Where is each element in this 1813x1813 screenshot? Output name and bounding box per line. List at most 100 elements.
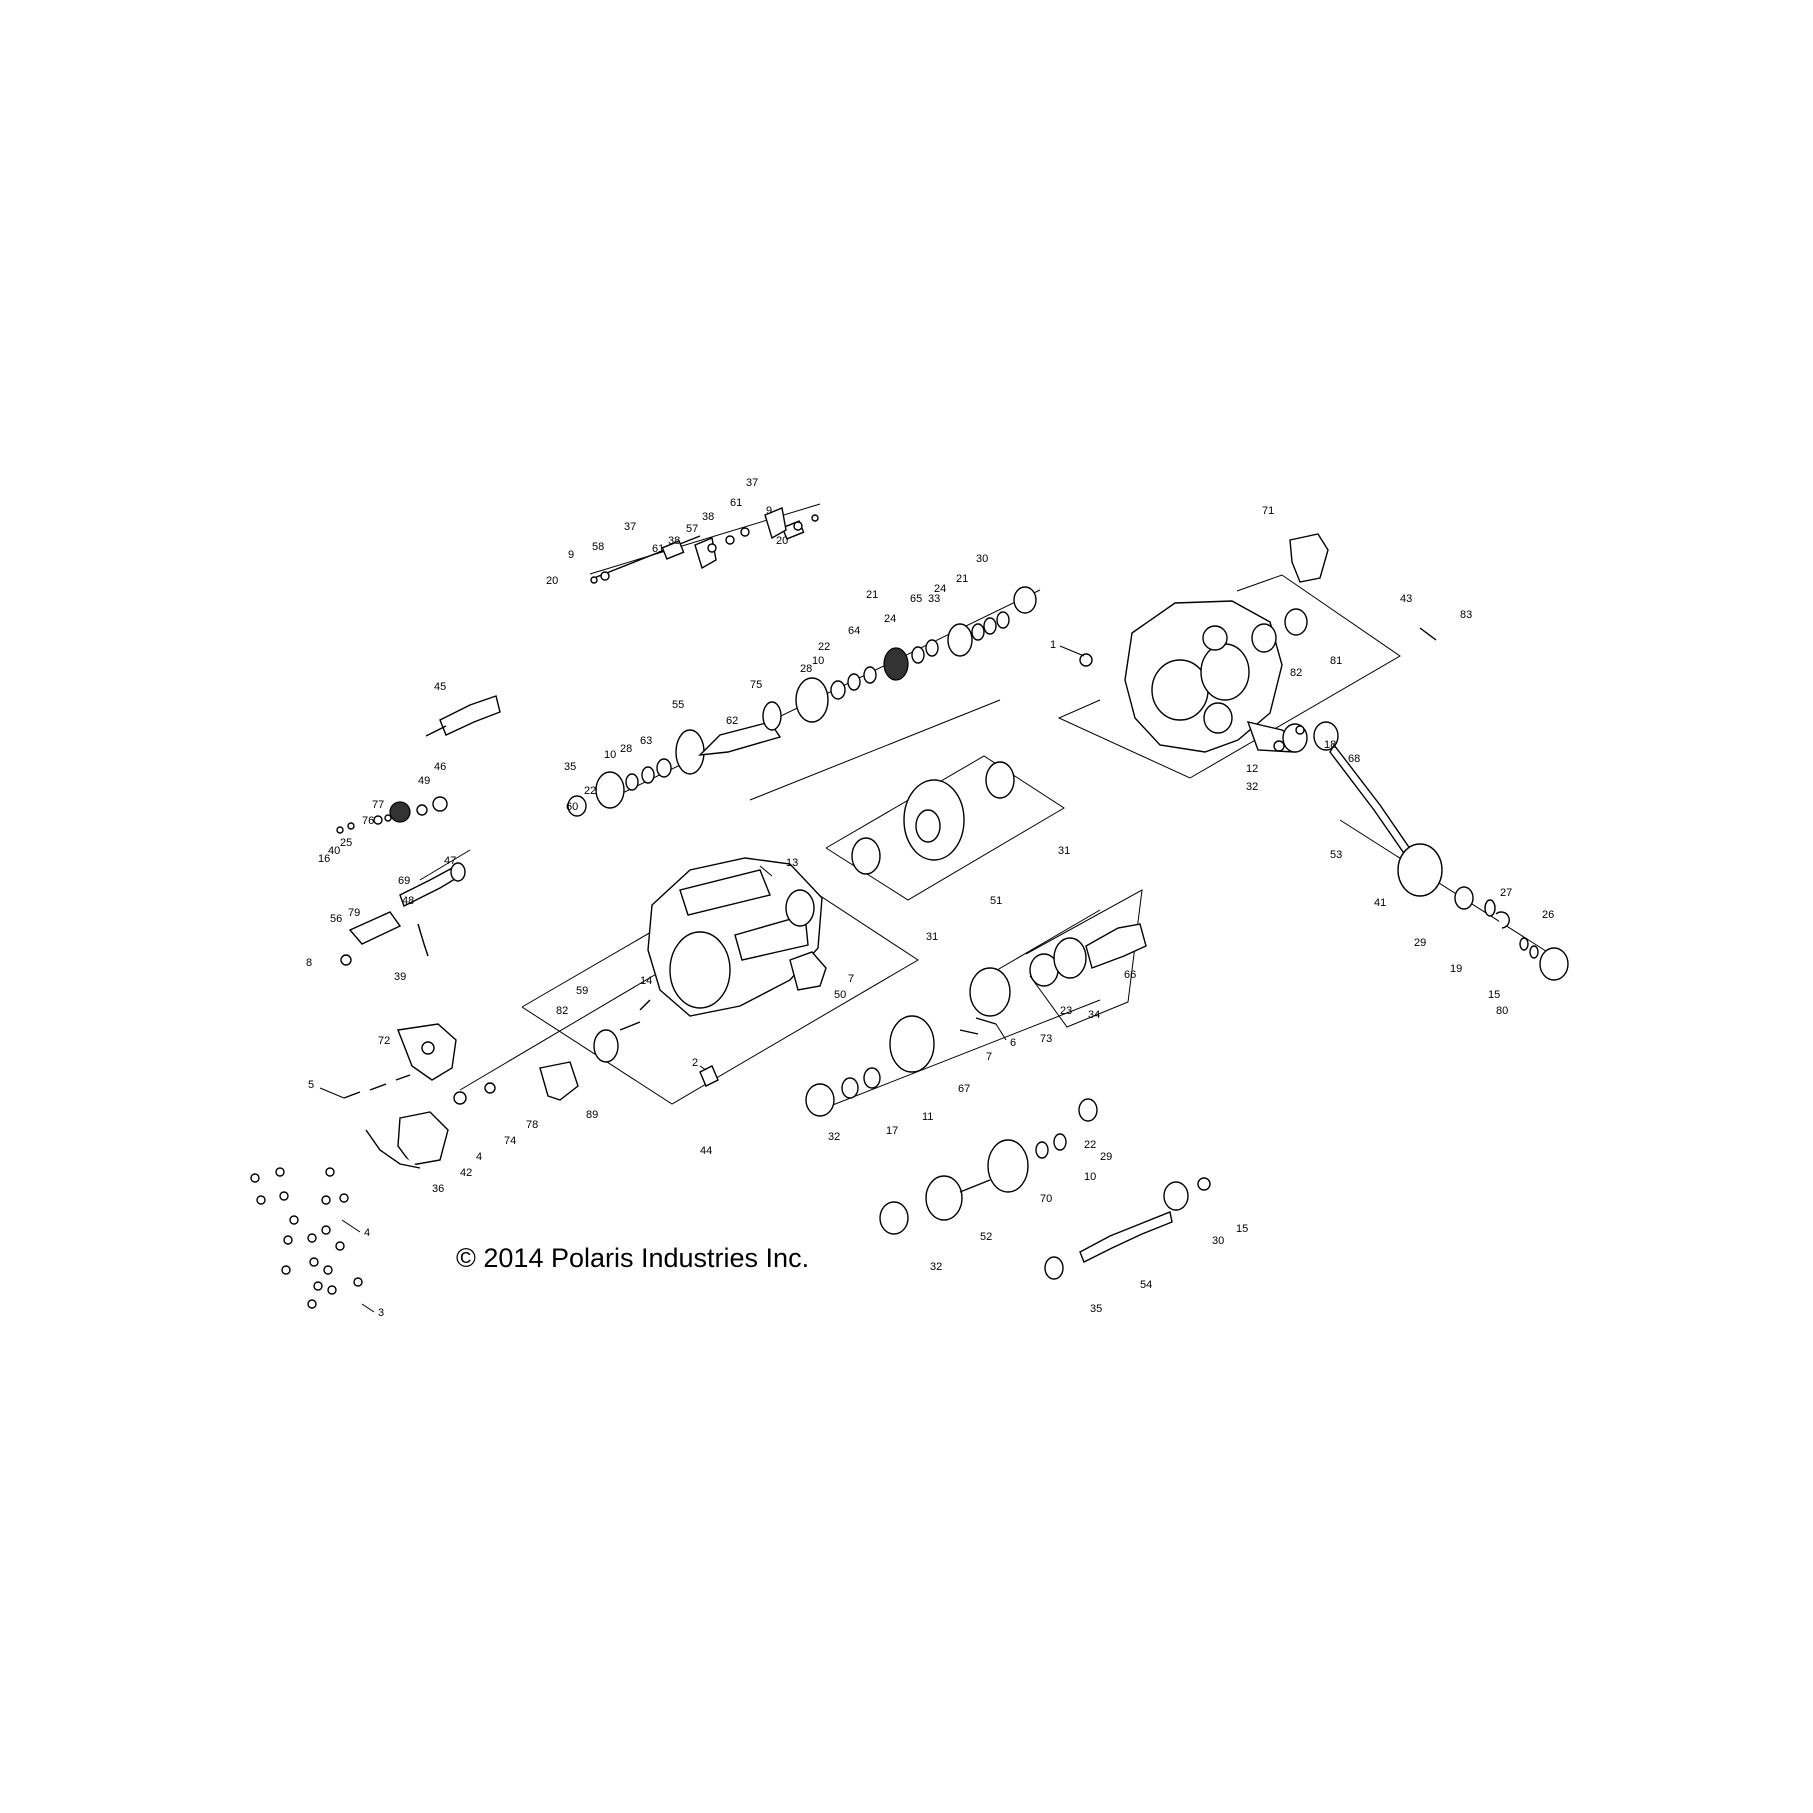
part-20-clip-a bbox=[590, 576, 598, 584]
callout-82a: 82 bbox=[556, 1005, 568, 1017]
callout-35b: 35 bbox=[1090, 1303, 1102, 1315]
callout-19: 19 bbox=[1450, 963, 1462, 975]
callout-58: 58 bbox=[592, 541, 604, 553]
callout-21a: 21 bbox=[866, 589, 878, 601]
callout-73: 73 bbox=[1040, 1033, 1052, 1045]
callout-53: 53 bbox=[1330, 849, 1342, 861]
part-31-bearing-a bbox=[851, 837, 881, 875]
callout-79: 79 bbox=[348, 907, 360, 919]
callout-39: 39 bbox=[394, 971, 406, 983]
callout-63: 63 bbox=[640, 735, 652, 747]
group-outline-43 bbox=[1057, 574, 1401, 779]
callout-18: 18 bbox=[1324, 739, 1336, 751]
part-34-bearing bbox=[1053, 937, 1087, 979]
callout-36: 36 bbox=[432, 1183, 444, 1195]
part-38-detent-a bbox=[707, 543, 717, 553]
part-15-clip-b bbox=[1529, 945, 1539, 959]
part-33-ring bbox=[971, 623, 985, 641]
part-22-washer-b bbox=[863, 666, 877, 684]
callout-21b: 21 bbox=[956, 573, 968, 585]
part-17-washer bbox=[841, 1077, 859, 1099]
part-19-ring bbox=[1495, 911, 1510, 929]
callout-4a: 4 bbox=[364, 1227, 370, 1239]
bolt-field bbox=[250, 1167, 363, 1309]
housing-left bbox=[647, 857, 823, 1017]
part-50-cover bbox=[789, 951, 827, 991]
housing-left-rib-a bbox=[679, 869, 771, 916]
part-37-fork bbox=[661, 540, 685, 560]
part-20-clip-b bbox=[811, 514, 819, 522]
callout-7b: 7 bbox=[848, 973, 854, 985]
part-10-ring-b bbox=[847, 673, 861, 691]
callout-62: 62 bbox=[726, 715, 738, 727]
callout-12: 12 bbox=[1246, 763, 1258, 775]
part-83-pin bbox=[1419, 627, 1437, 641]
callout-10b: 10 bbox=[812, 655, 824, 667]
housing-left-bore bbox=[669, 931, 731, 1009]
bolt bbox=[335, 1241, 345, 1251]
parts bbox=[250, 507, 1569, 1309]
callout-78: 78 bbox=[526, 1119, 538, 1131]
part-35-bearing bbox=[567, 795, 587, 817]
bolt bbox=[323, 1265, 333, 1275]
part-32-bearing-a bbox=[805, 1083, 835, 1117]
housing-right bbox=[1124, 600, 1299, 753]
bolt bbox=[256, 1195, 266, 1205]
part-45-shaft bbox=[425, 725, 447, 737]
callout-32a: 32 bbox=[828, 1131, 840, 1143]
callout-65: 65 bbox=[910, 593, 922, 605]
part-41-coupler bbox=[1397, 843, 1443, 897]
callout-57: 57 bbox=[686, 523, 698, 535]
part-78-seal bbox=[484, 1082, 496, 1094]
housing-bore-right bbox=[1200, 643, 1250, 701]
bolt bbox=[353, 1277, 363, 1287]
callout-52: 52 bbox=[980, 1231, 992, 1243]
part-28-ring-b bbox=[830, 680, 846, 700]
part-66-pinion bbox=[1085, 923, 1147, 969]
callout-71: 71 bbox=[1262, 505, 1274, 517]
part-65-gear bbox=[947, 623, 973, 657]
callout-75: 75 bbox=[750, 679, 762, 691]
callout-22a: 22 bbox=[584, 785, 596, 797]
part-53-axle bbox=[1329, 743, 1416, 864]
callout-28b: 28 bbox=[800, 663, 812, 675]
part-18-ring bbox=[1295, 725, 1305, 735]
part-26-ring bbox=[1519, 937, 1529, 951]
bolt bbox=[313, 1281, 323, 1291]
part-62-thrust-washer bbox=[762, 701, 782, 731]
callout-80: 80 bbox=[1496, 1005, 1508, 1017]
part-35-bearing-b bbox=[1044, 1256, 1064, 1280]
part-74-ring bbox=[453, 1091, 467, 1105]
callout-61b: 61 bbox=[730, 497, 742, 509]
callout-45: 45 bbox=[434, 681, 446, 693]
bolt bbox=[279, 1191, 289, 1201]
part-46-gear bbox=[432, 796, 448, 812]
group-outline-66 bbox=[1025, 889, 1143, 1028]
callout-37a: 37 bbox=[624, 521, 636, 533]
part-76-washer bbox=[384, 814, 392, 822]
callout-25: 25 bbox=[340, 837, 352, 849]
part-80-seal bbox=[1539, 947, 1569, 981]
part-64-sprocket bbox=[883, 647, 909, 681]
part-81-bearing bbox=[1284, 608, 1308, 636]
bolt bbox=[307, 1233, 317, 1243]
part-21-ring-b bbox=[996, 611, 1010, 629]
callout-55: 55 bbox=[672, 699, 684, 711]
callout-30b: 30 bbox=[1212, 1235, 1224, 1247]
part-12-clip bbox=[1273, 740, 1285, 752]
part-61-shift-fork-a bbox=[694, 537, 717, 570]
callout-27: 27 bbox=[1500, 887, 1512, 899]
callout-13: 13 bbox=[786, 857, 798, 869]
callout-38a: 38 bbox=[668, 535, 680, 547]
part-5-bolt-a bbox=[343, 1091, 361, 1099]
part-14-pin bbox=[639, 999, 651, 1011]
part-13-cover bbox=[785, 889, 815, 927]
part-16-bolt bbox=[336, 826, 344, 834]
part-49-bearing bbox=[416, 804, 428, 816]
bolt bbox=[283, 1235, 293, 1245]
axis-lines bbox=[419, 503, 1561, 1111]
callout-28a: 28 bbox=[620, 743, 632, 755]
part-7-bolt bbox=[959, 1029, 979, 1035]
part-52-gear bbox=[925, 1175, 963, 1221]
part-36-hose bbox=[365, 1129, 421, 1169]
